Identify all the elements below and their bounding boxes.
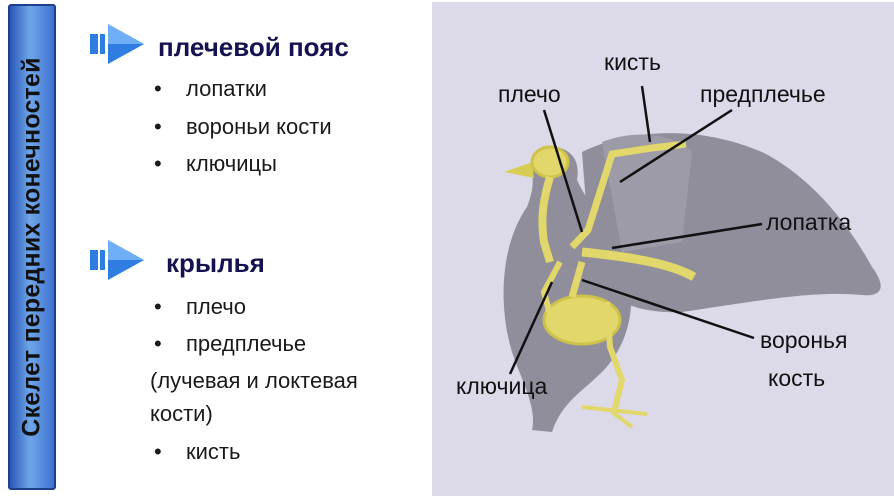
bird-skeleton-figure: кисть плечо предплечье лопатка ключица в… xyxy=(432,2,894,496)
bullet-icon: • xyxy=(154,439,162,464)
list-item: лопатки xyxy=(186,76,267,101)
foot-bones xyxy=(581,405,648,429)
sternum xyxy=(542,294,622,346)
label-hand: кисть xyxy=(604,49,661,75)
label-upper-arm: плечо xyxy=(498,81,561,107)
body-silhouette xyxy=(503,147,632,432)
leader-upper-arm xyxy=(542,109,584,233)
bullet-icon: • xyxy=(154,331,162,356)
leader-lines xyxy=(508,85,763,375)
bullet-icon: • xyxy=(154,76,162,101)
skeleton xyxy=(530,140,697,429)
list-item: предплечье xyxy=(186,331,307,356)
list-item-note: (лучевая и локтевая xyxy=(150,368,358,393)
label-clavicle: ключица xyxy=(456,373,548,399)
leader-scapula xyxy=(611,222,763,250)
label-scapula: лопатка xyxy=(766,209,852,235)
neck-vertebrae xyxy=(538,175,554,264)
heading-shoulder-girdle: плечевой пояс xyxy=(158,32,349,62)
bone-list-panel: плечевой пояс • лопатки • вороньи кости … xyxy=(80,0,420,496)
section-arrow-icon xyxy=(90,24,144,64)
label-forearm: предплечье xyxy=(700,81,826,107)
bird-skeleton-illustration xyxy=(503,85,881,432)
side-title: Скелет передних конечностей xyxy=(17,57,46,437)
leader-clavicle xyxy=(508,281,554,375)
coracoid-bone xyxy=(568,261,586,298)
clavicle-bone xyxy=(540,260,563,323)
section-arrow-icon xyxy=(90,240,144,280)
leader-forearm xyxy=(619,108,733,184)
heading-wings: крылья xyxy=(166,248,265,278)
leader-coracoid xyxy=(581,278,755,340)
wing-bones xyxy=(569,140,687,250)
leg-bones xyxy=(604,301,626,413)
label-coracoid-line2: кость xyxy=(768,365,826,391)
list-item: кисть xyxy=(186,439,241,464)
spine xyxy=(581,247,697,281)
beak xyxy=(504,162,534,178)
side-title-bar: Скелет передних конечностей xyxy=(8,4,56,490)
list-item-note: кости) xyxy=(150,401,213,426)
list-item: плечо xyxy=(186,294,246,319)
bullet-icon: • xyxy=(154,151,162,176)
leader-hand xyxy=(640,85,652,143)
list-item: ключицы xyxy=(186,151,277,176)
bullet-icon: • xyxy=(154,294,162,319)
list-item: вороньи кости xyxy=(186,114,332,139)
bullet-icon: • xyxy=(154,114,162,139)
back-wing-silhouette xyxy=(602,134,692,252)
label-coracoid-line1: воронья xyxy=(760,327,848,353)
